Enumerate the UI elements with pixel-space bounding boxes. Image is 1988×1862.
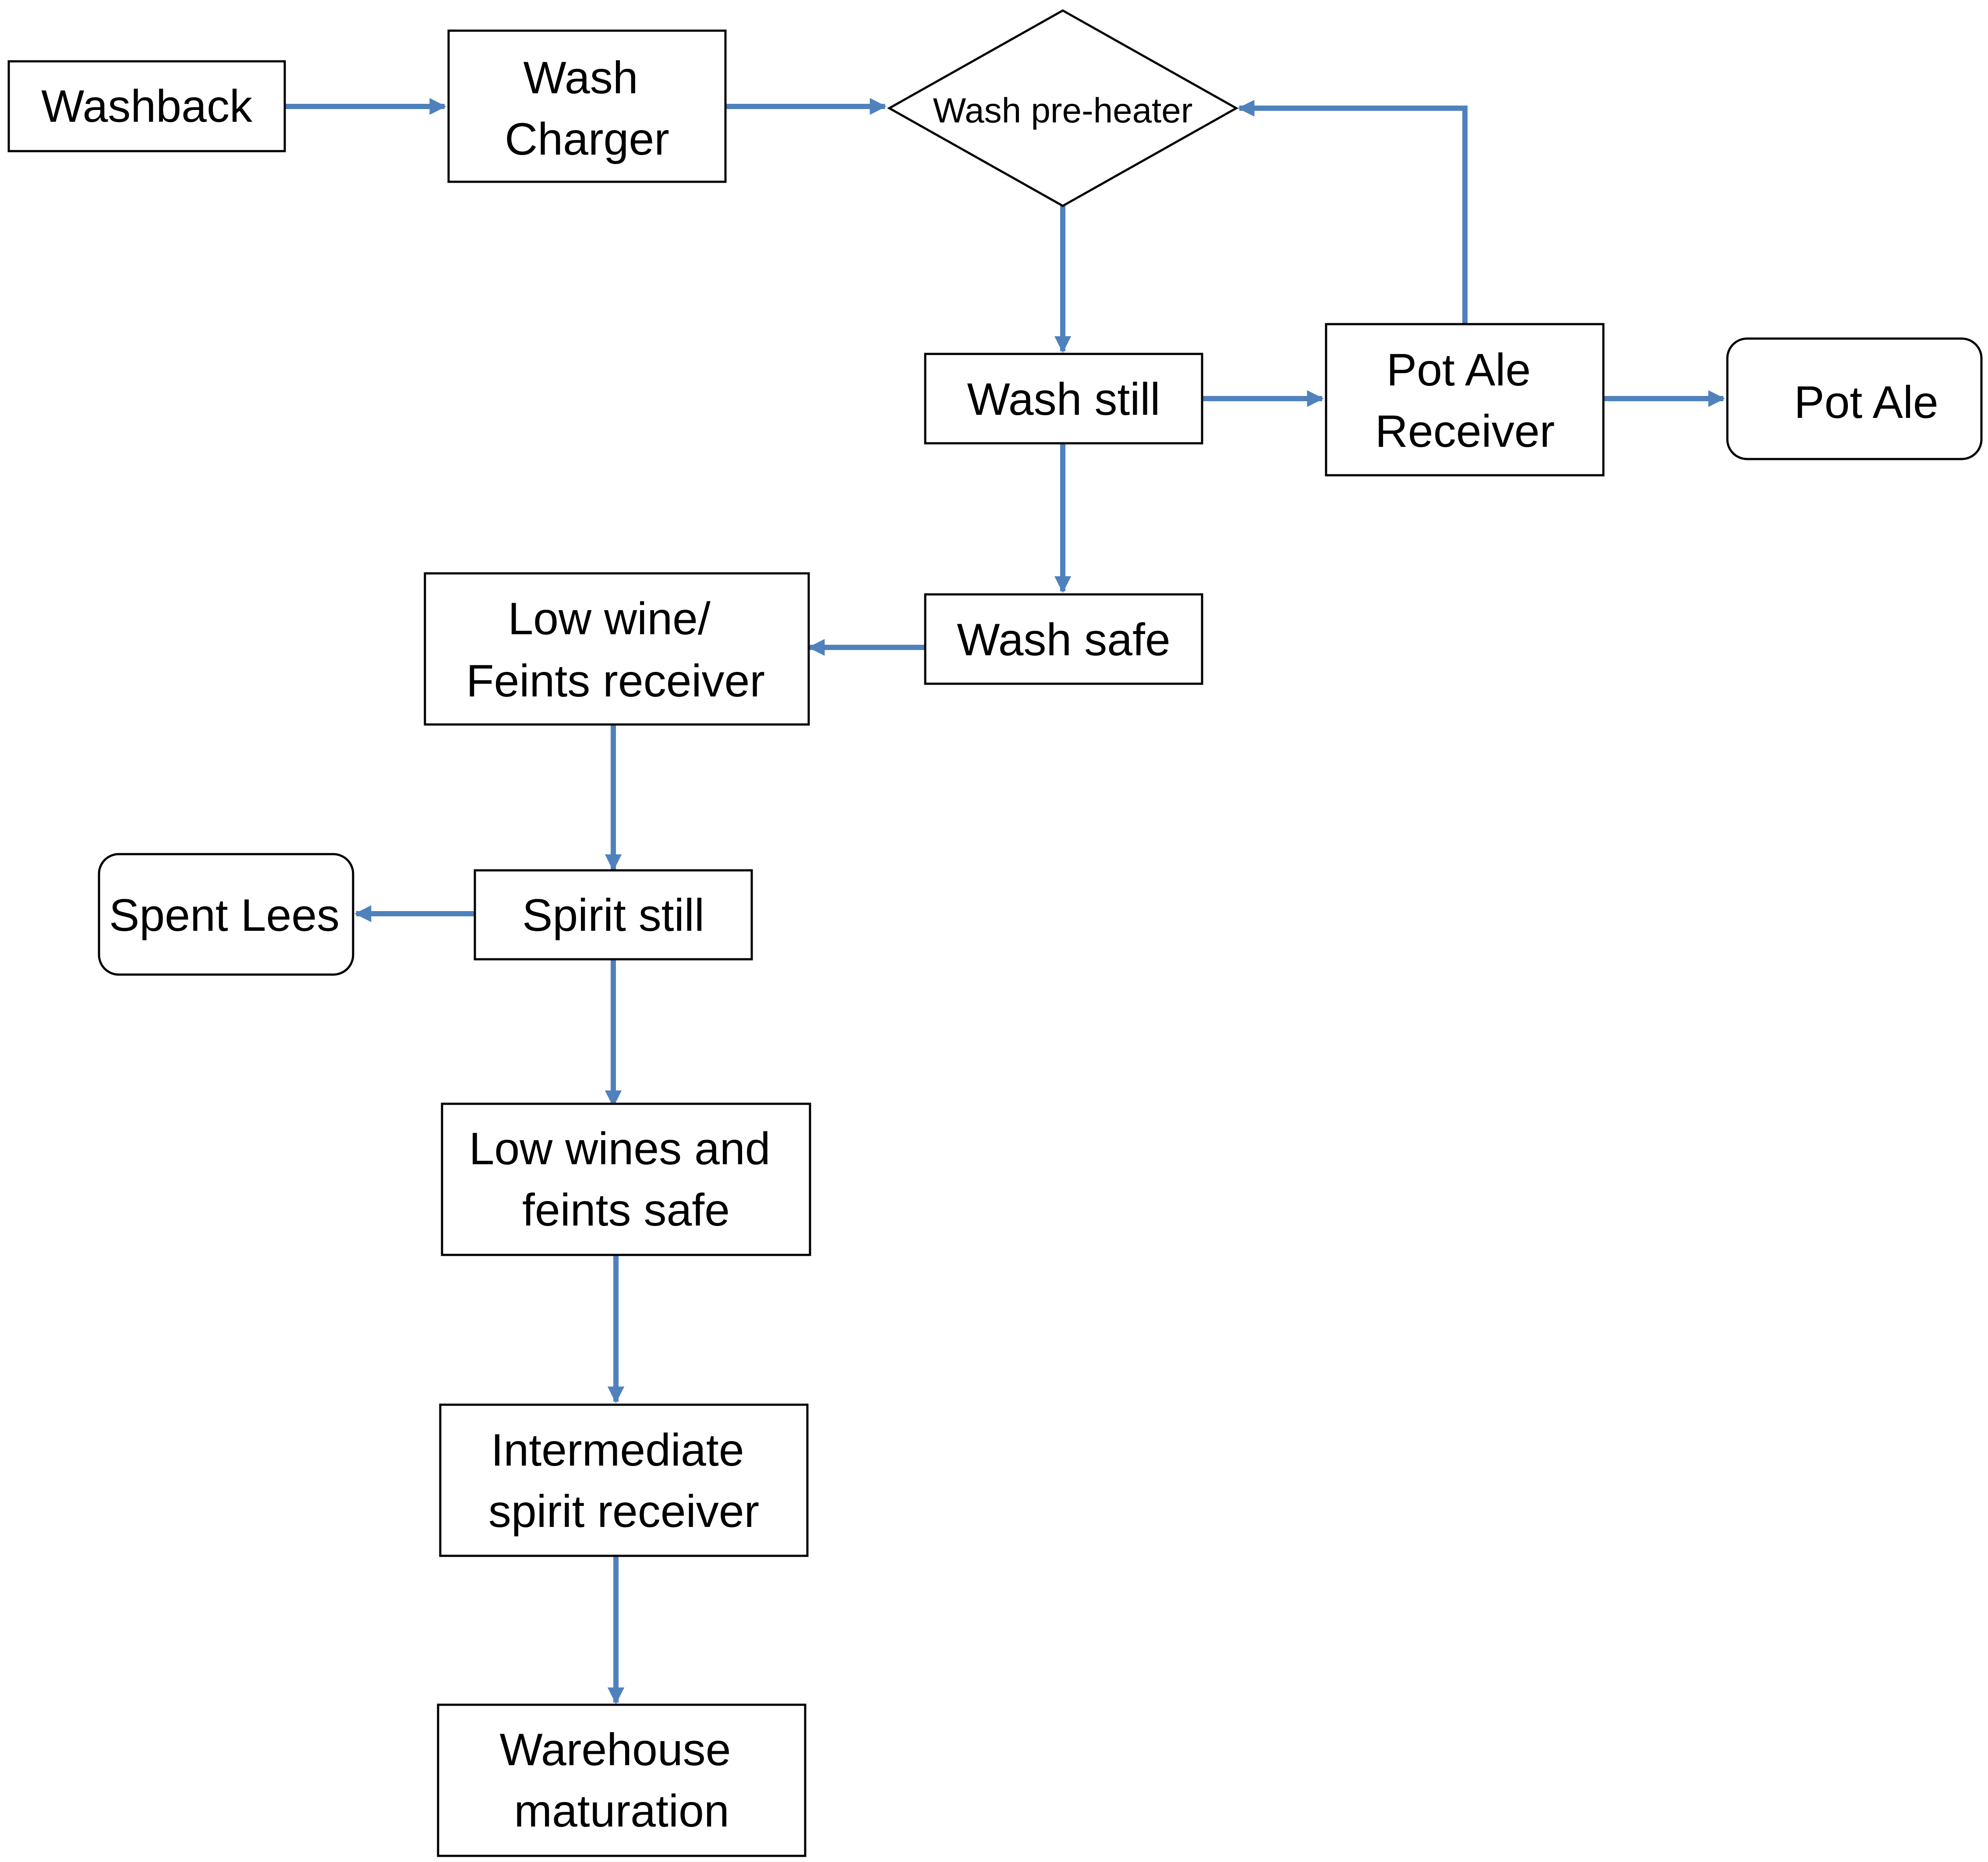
node-low-wines-feints-safe-label: Low wines and feints safe [469,1124,783,1236]
node-wash-still-label: Wash still [967,374,1160,425]
node-low-wines-feints-safe-line-1: Low wines and [469,1124,771,1174]
node-spirit-still-label: Spirit still [522,890,704,941]
node-pot-ale-receiver-label: Pot Ale Receiver [1375,345,1555,457]
node-intermediate-spirit-receiver-line-2: spirit receiver [488,1486,759,1537]
node-pot-ale-receiver-line-1: Pot Ale [1387,345,1531,396]
node-warehouse-maturation-label: Warehouse maturation [500,1724,744,1837]
edges [285,98,1725,1704]
node-low-wines-feints-safe-line-2: feints safe [522,1185,730,1236]
node-warehouse-maturation-line-2: maturation [514,1786,729,1837]
node-wash-preheater-label: Wash pre-heater [933,91,1193,130]
node-wash-charger: Wash Charger [447,29,727,183]
node-pot-ale-receiver-line-2: Receiver [1375,406,1555,457]
node-washback: Washback [7,60,286,152]
node-wash-safe: Wash safe [924,593,1203,685]
node-wash-safe-label: Wash safe [957,615,1170,665]
node-pot-ale-label: Pot Ale [1794,377,1938,428]
node-warehouse-maturation: Warehouse maturation [437,1703,807,1857]
node-intermediate-spirit-receiver-line-1: Intermediate [491,1425,744,1476]
node-low-wine-feints-receiver-label: Low wine/ Feints receiver [466,594,765,707]
node-warehouse-maturation-line-1: Warehouse [500,1724,731,1775]
node-low-wine-feints-receiver: Low wine/ Feints receiver [424,572,810,726]
node-spent-lees: Spent Lees [98,853,354,976]
node-intermediate-spirit-receiver: Intermediate spirit receiver [439,1403,809,1557]
node-low-wine-feints-receiver-line-1: Low wine/ [508,594,711,644]
node-low-wines-feints-safe: Low wines and feints safe [441,1102,811,1256]
node-spirit-still: Spirit still [474,869,753,961]
node-pot-ale-receiver: Pot Ale Receiver [1325,323,1605,477]
node-pot-ale: Pot Ale [1726,337,1983,460]
node-wash-charger-label: Wash Charger [505,53,669,165]
node-intermediate-spirit-receiver-label: Intermediate spirit receiver [488,1425,759,1537]
node-low-wine-feints-receiver-line-2: Feints receiver [466,656,765,707]
node-wash-preheater: Wash pre-heater [887,9,1239,207]
node-wash-charger-line-1: Wash [524,53,638,103]
node-spent-lees-label: Spent Lees [109,890,340,941]
node-wash-charger-line-2: Charger [505,114,669,165]
edge-pot-ale-receiver-to-wash-preheater [1238,99,1468,324]
node-washback-label: Washback [41,81,253,132]
node-wash-still: Wash still [924,353,1203,445]
